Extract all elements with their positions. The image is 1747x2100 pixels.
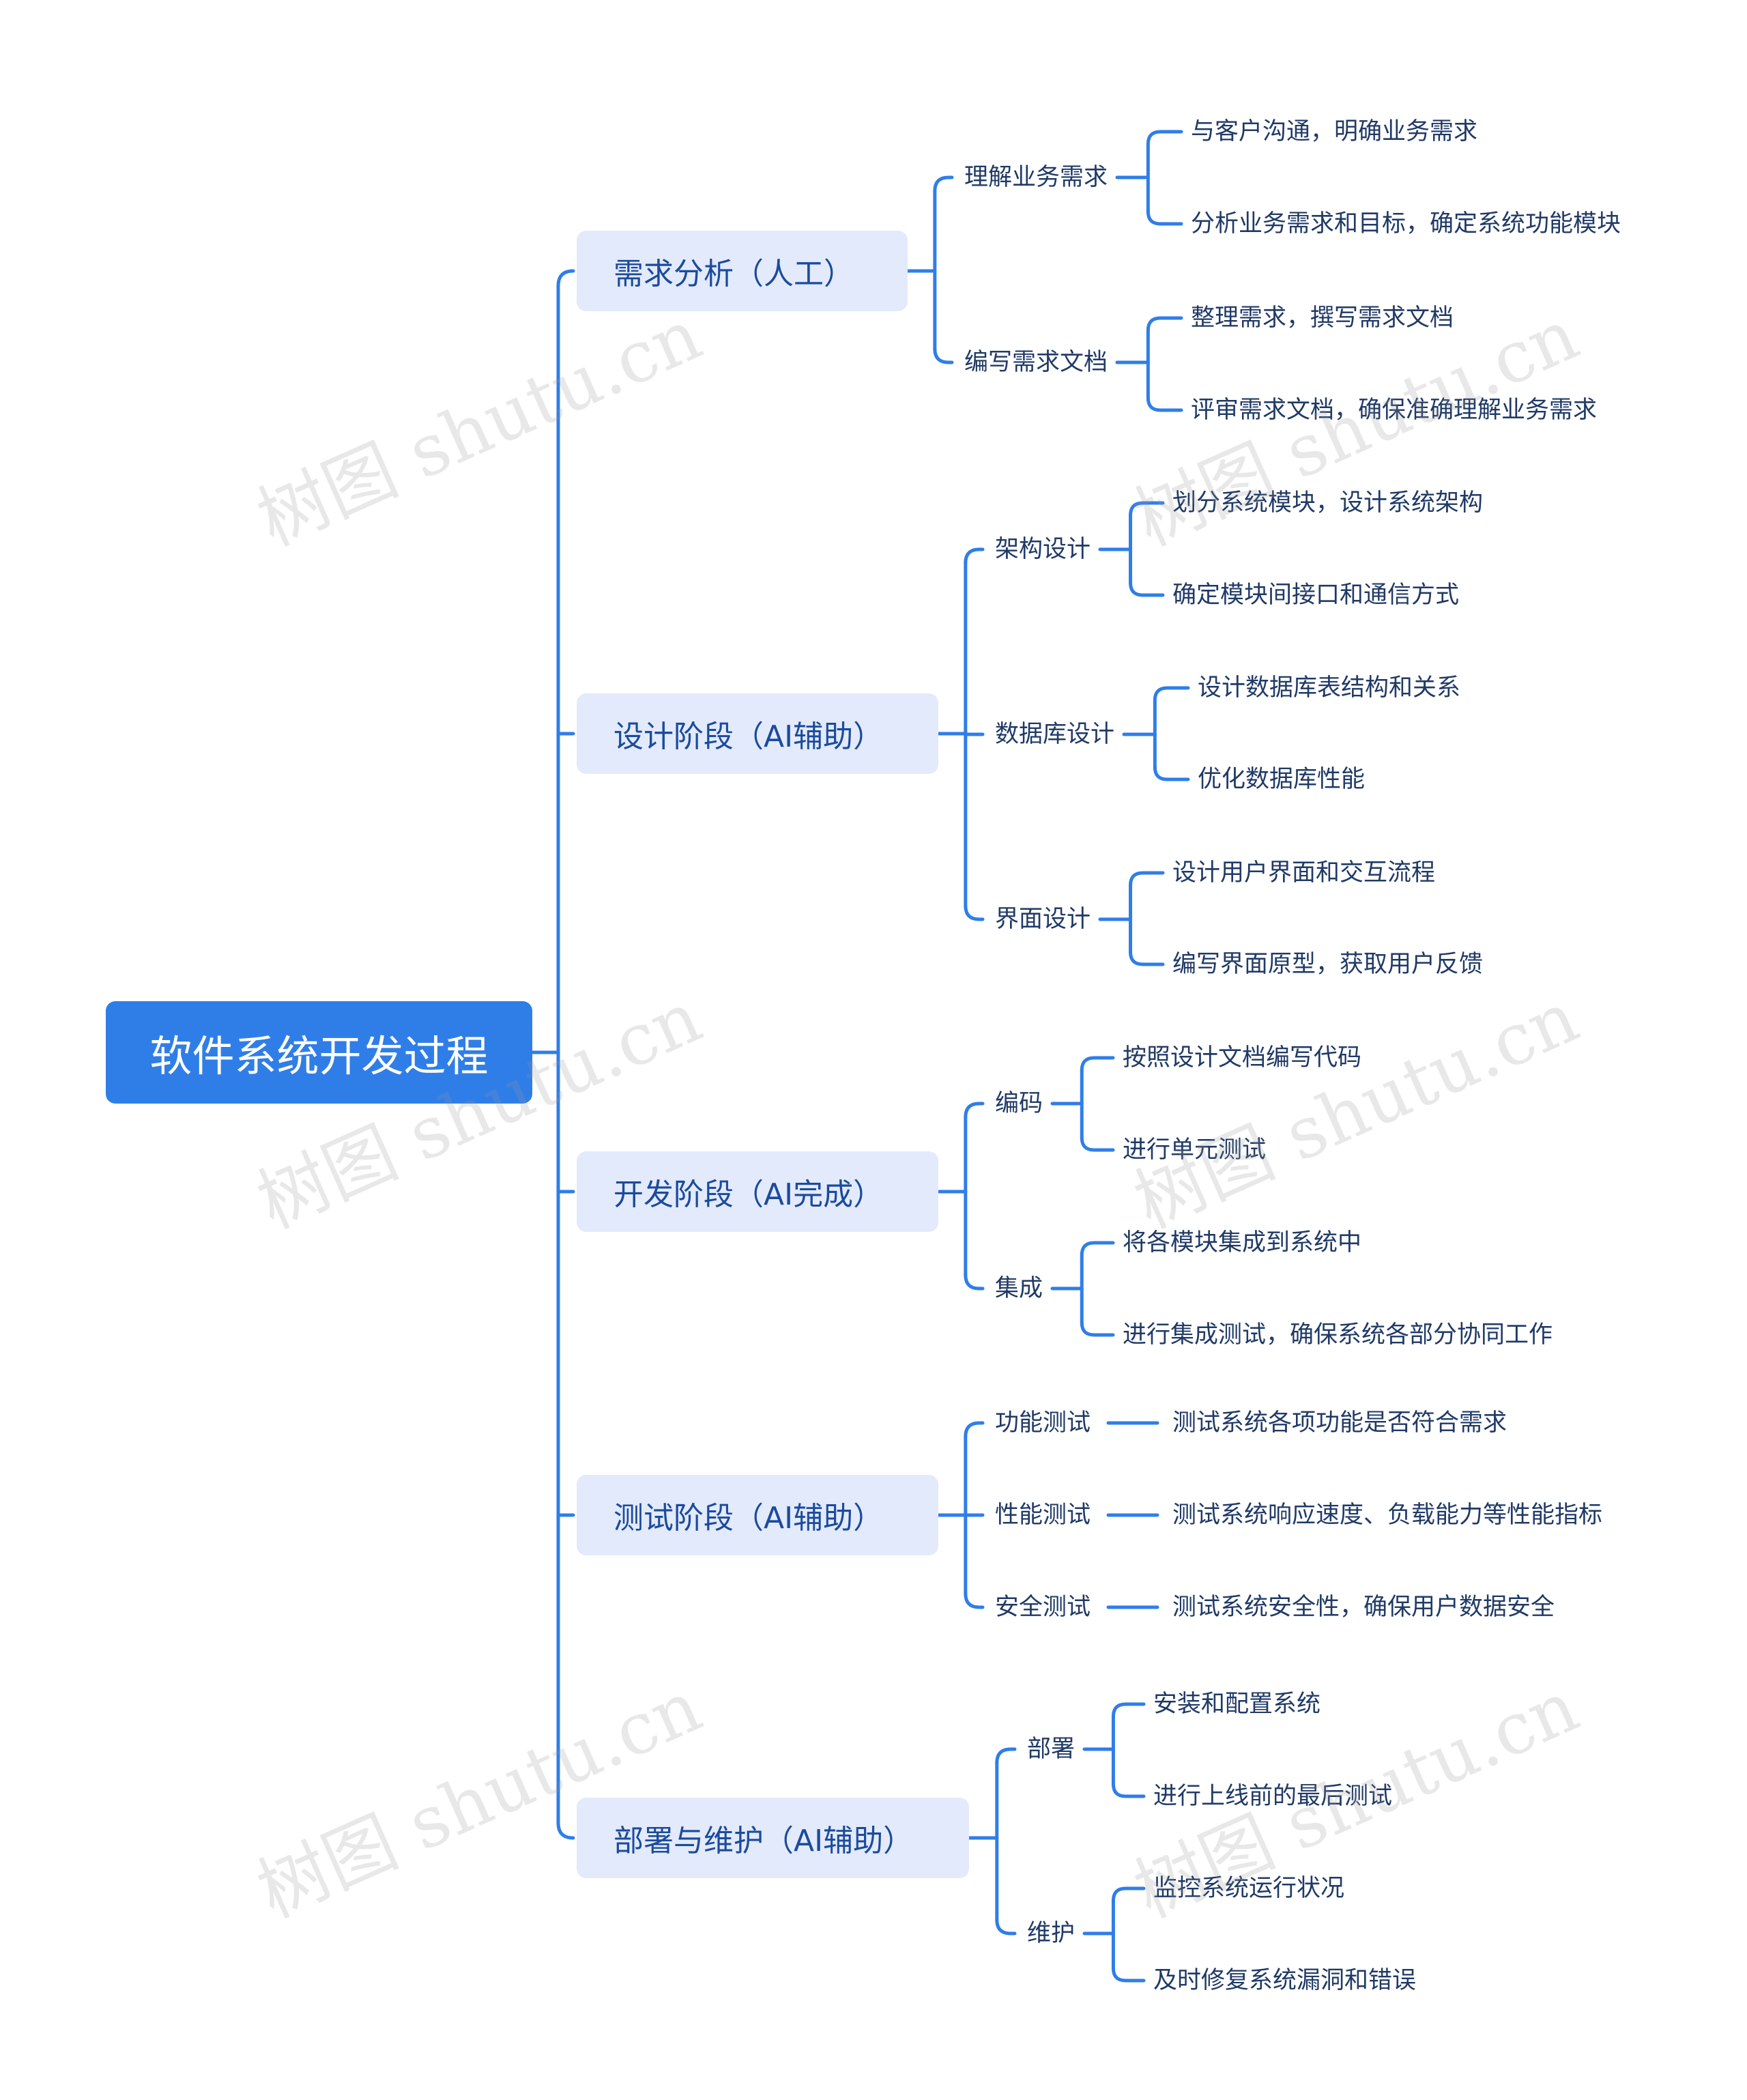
branch-topic[interactable]: 部署与维护（AI辅助）	[577, 1798, 969, 1878]
leaf-topic[interactable]: 优化数据库性能	[1198, 766, 1366, 793]
leaf-topic[interactable]: 编写界面原型，获取用户反馈	[1172, 951, 1484, 978]
leaf-topic[interactable]: 进行上线前的最后测试	[1153, 1783, 1393, 1810]
subtopic[interactable]: 安全测试	[995, 1594, 1091, 1621]
leaf-topic[interactable]: 进行集成测试，确保系统各部分协同工作	[1123, 1321, 1553, 1349]
subtopic[interactable]: 数据库设计	[995, 721, 1115, 748]
leaf-topic[interactable]: 测试系统响应速度、负载能力等性能指标	[1172, 1501, 1603, 1529]
subtopic[interactable]: 性能测试	[995, 1501, 1091, 1529]
subtopic[interactable]: 维护	[1027, 1920, 1075, 1947]
leaf-topic[interactable]: 整理需求，撰写需求文档	[1191, 304, 1454, 332]
leaf-topic[interactable]: 监控系统运行状况	[1153, 1875, 1345, 1902]
branch-topic[interactable]: 测试阶段（AI辅助）	[577, 1475, 938, 1555]
leaf-topic[interactable]: 进行单元测试	[1123, 1136, 1267, 1164]
leaf-topic[interactable]: 评审需求文档，确保准确理解业务需求	[1191, 397, 1598, 424]
subtopic[interactable]: 集成	[995, 1275, 1043, 1302]
subtopic[interactable]: 功能测试	[995, 1409, 1091, 1437]
leaf-topic[interactable]: 分析业务需求和目标，确定系统功能模块	[1191, 210, 1621, 238]
subtopic[interactable]: 架构设计	[995, 536, 1091, 563]
leaf-topic[interactable]: 测试系统各项功能是否符合需求	[1172, 1409, 1507, 1437]
leaf-topic[interactable]: 设计用户界面和交互流程	[1172, 859, 1436, 887]
branch-topic[interactable]: 开发阶段（AI完成）	[577, 1151, 938, 1232]
leaf-topic[interactable]: 划分系统模块，设计系统架构	[1172, 489, 1484, 517]
leaf-topic[interactable]: 将各模块集成到系统中	[1123, 1229, 1362, 1256]
root-topic[interactable]: 软件系统开发过程	[106, 1001, 532, 1104]
leaf-topic[interactable]: 按照设计文档编写代码	[1123, 1044, 1362, 1071]
leaf-topic[interactable]: 及时修复系统漏洞和错误	[1153, 1967, 1417, 1994]
subtopic[interactable]: 界面设计	[995, 906, 1091, 933]
subtopic[interactable]: 编码	[995, 1090, 1043, 1117]
leaf-topic[interactable]: 安装和配置系统	[1153, 1691, 1321, 1718]
subtopic[interactable]: 部署	[1027, 1736, 1075, 1763]
leaf-topic[interactable]: 设计数据库表结构和关系	[1198, 674, 1461, 702]
branch-topic[interactable]: 需求分析（人工）	[577, 231, 908, 311]
leaf-topic[interactable]: 确定模块间接口和通信方式	[1172, 581, 1460, 609]
leaf-topic[interactable]: 测试系统安全性，确保用户数据安全	[1172, 1594, 1555, 1621]
subtopic[interactable]: 编写需求文档	[964, 349, 1108, 376]
subtopic[interactable]: 理解业务需求	[964, 164, 1108, 191]
leaf-topic[interactable]: 与客户沟通，明确业务需求	[1191, 118, 1478, 145]
branch-topic[interactable]: 设计阶段（AI辅助）	[577, 693, 938, 774]
